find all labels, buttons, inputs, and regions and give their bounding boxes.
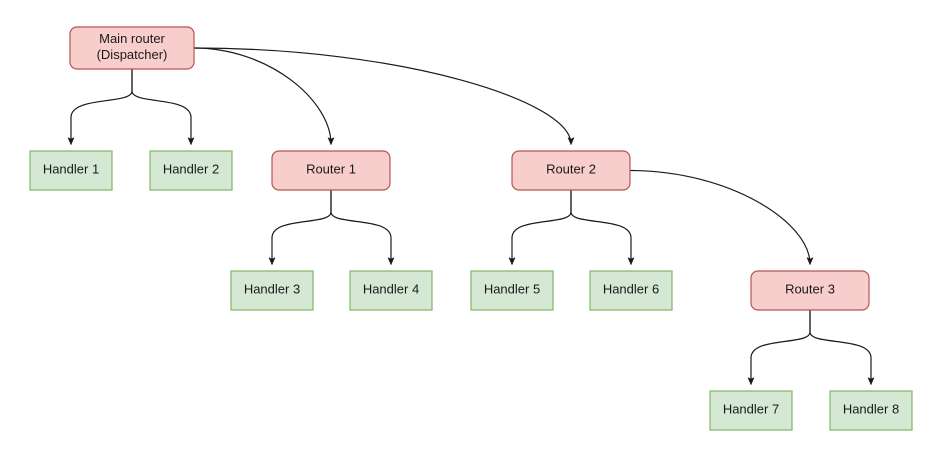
node-main-router[interactable]: Main router(Dispatcher) <box>69 26 195 70</box>
node-shape-router-2[interactable] <box>511 150 631 191</box>
edge-main-router-to-handler-2 <box>131 68 191 144</box>
node-router-2[interactable]: Router 2 <box>511 150 631 191</box>
node-shape-handler-7[interactable] <box>709 390 793 431</box>
node-layer: Main router(Dispatcher) Handler 1 Handler … <box>29 26 913 431</box>
node-shape-handler-1[interactable] <box>29 150 113 191</box>
node-handler-8[interactable]: Handler 8 <box>829 390 913 431</box>
node-handler-3[interactable]: Handler 3 <box>230 270 314 311</box>
node-shape-router-3[interactable] <box>750 270 870 311</box>
node-handler-4[interactable]: Handler 4 <box>349 270 433 311</box>
edge-router-2-to-router-3 <box>629 169 810 265</box>
node-shape-handler-2[interactable] <box>149 150 233 191</box>
node-handler-5[interactable]: Handler 5 <box>470 270 554 311</box>
edge-router-2-to-handler-6 <box>570 189 631 264</box>
node-shape-handler-8[interactable] <box>829 390 913 431</box>
node-shape-handler-6[interactable] <box>589 270 673 311</box>
edge-router-1-to-handler-4 <box>330 189 391 264</box>
node-router-1[interactable]: Router 1 <box>271 150 391 191</box>
node-shape-handler-3[interactable] <box>230 270 314 311</box>
node-shape-handler-4[interactable] <box>349 270 433 311</box>
node-handler-2[interactable]: Handler 2 <box>149 150 233 191</box>
node-shape-main-router[interactable] <box>69 26 195 70</box>
node-shape-router-1[interactable] <box>271 150 391 191</box>
edge-router-3-to-handler-7 <box>751 309 811 384</box>
edge-router-3-to-handler-8 <box>809 309 871 384</box>
edge-main-router-to-handler-1 <box>71 68 133 144</box>
edge-main-router-to-router-2 <box>193 47 571 144</box>
node-handler-1[interactable]: Handler 1 <box>29 150 113 191</box>
node-router-3[interactable]: Router 3 <box>750 270 870 311</box>
edge-router-2-to-handler-5 <box>512 189 572 264</box>
node-handler-7[interactable]: Handler 7 <box>709 390 793 431</box>
edge-main-router-to-router-1 <box>193 47 331 144</box>
edge-layer <box>71 47 871 384</box>
node-shape-handler-5[interactable] <box>470 270 554 311</box>
edge-router-1-to-handler-3 <box>272 189 332 264</box>
node-handler-6[interactable]: Handler 6 <box>589 270 673 311</box>
